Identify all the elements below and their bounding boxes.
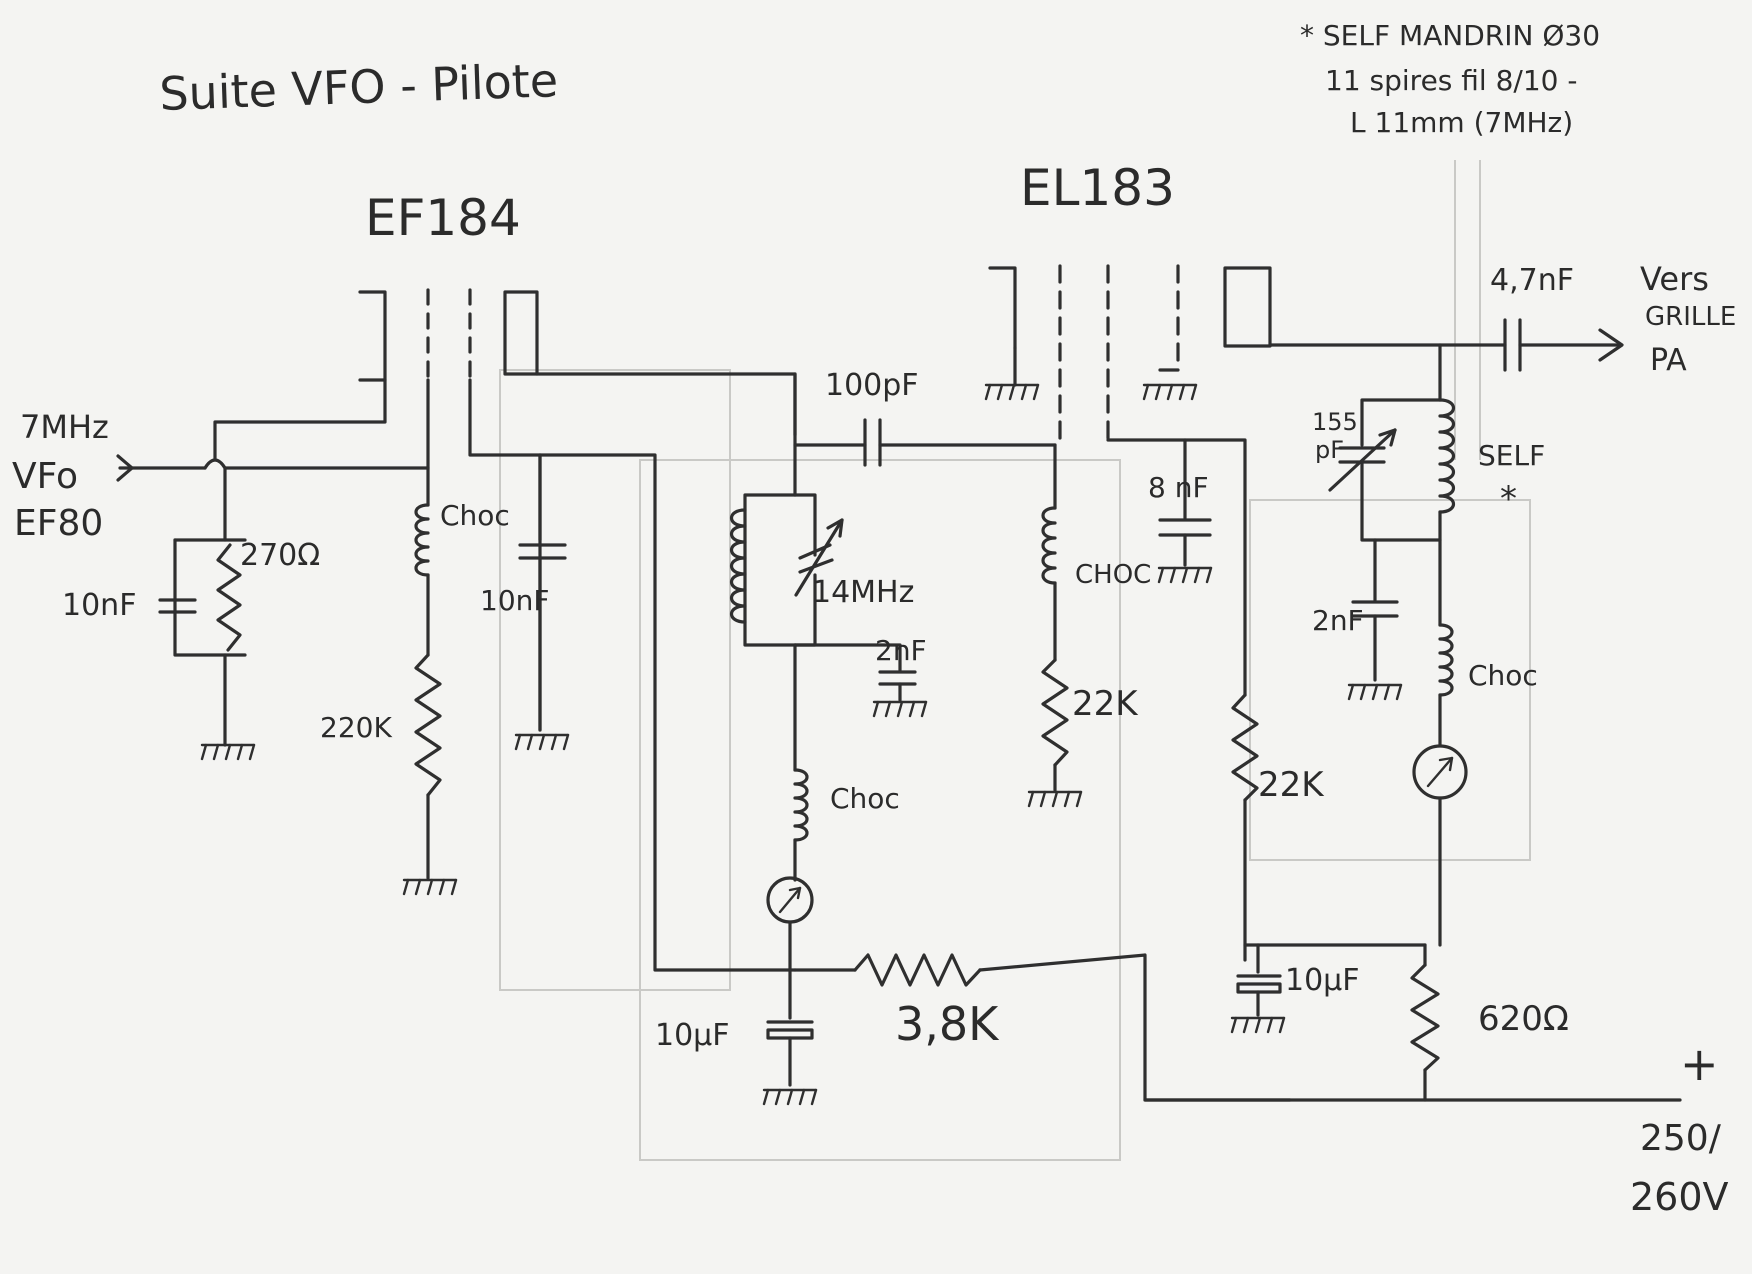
label-c-decoupling-1: 10μF bbox=[655, 1018, 730, 1053]
label-r-screen-el183: 22K bbox=[1258, 765, 1325, 805]
label-c-input-bypass: 10nF bbox=[62, 588, 136, 623]
el183-tube-symbol bbox=[984, 264, 1272, 442]
label-choc-el183-grid: CHOC bbox=[1075, 560, 1151, 590]
label-c-cathode-el183: 8 nF bbox=[1148, 471, 1209, 504]
coil-note-line-2: 11 spires fil 8/10 - bbox=[1325, 64, 1577, 97]
supply-voltage-bottom: 260V bbox=[1630, 1175, 1729, 1219]
output-to: Vers bbox=[1640, 260, 1709, 298]
cathode-network bbox=[158, 466, 256, 761]
label-self-out: SELF bbox=[1478, 439, 1545, 472]
label-c-out-bypass: 2nF bbox=[1312, 604, 1364, 637]
label-self-out-mark: * bbox=[1500, 479, 1517, 519]
tube-label-el183: EL183 bbox=[1020, 159, 1175, 217]
output-tank bbox=[1328, 343, 1468, 947]
supply-network bbox=[1143, 943, 1682, 1102]
input-tube: EF80 bbox=[14, 503, 103, 544]
diagram-title: Suite VFO - Pilote bbox=[158, 53, 558, 121]
input-arrow bbox=[116, 454, 134, 482]
coil-note-line-3: L 11mm (7MHz) bbox=[1350, 106, 1573, 139]
coil-note-line-1: * SELF MANDRIN Ø30 bbox=[1300, 19, 1600, 52]
coil-note: * SELF MANDRIN Ø30 11 spires fil 8/10 - … bbox=[1300, 19, 1600, 139]
label-c-coupling: 100pF bbox=[825, 368, 919, 403]
coupling-capacitor bbox=[793, 418, 1057, 467]
ef184-tube-symbol bbox=[358, 288, 539, 382]
label-choc-out: Choc bbox=[1468, 659, 1538, 692]
label-c-screen: 10nF bbox=[480, 584, 549, 617]
label-c-var-out-value: 155 bbox=[1312, 408, 1358, 436]
label-r-series: 3,8K bbox=[895, 997, 1000, 1051]
input-freq: 7MHz bbox=[20, 408, 109, 446]
supply-voltage-top: 250/ bbox=[1640, 1118, 1722, 1159]
label-r-supply: 620Ω bbox=[1478, 999, 1569, 1039]
output-target: GRILLE bbox=[1645, 302, 1736, 332]
decoupling-capacitor-1 bbox=[762, 968, 818, 1106]
ef184-wiring bbox=[118, 372, 797, 732]
supply-plus: + bbox=[1680, 1037, 1719, 1091]
output-stage: PA bbox=[1650, 343, 1687, 378]
series-resistor bbox=[793, 953, 1292, 1102]
label-c-decoupling-2: 10μF bbox=[1285, 963, 1360, 998]
el183-grid-network bbox=[1027, 443, 1083, 808]
screen-capacitor bbox=[514, 453, 570, 751]
output-coupling bbox=[1268, 318, 1624, 372]
label-tank: 14MHz bbox=[812, 575, 914, 610]
label-r-cathode: 270Ω bbox=[240, 538, 320, 573]
input-source: VFo bbox=[12, 456, 78, 497]
tank-circuit bbox=[729, 372, 928, 772]
label-c-var-out: 155 pF bbox=[1312, 408, 1358, 464]
output-label: Vers GRILLE PA bbox=[1640, 260, 1736, 378]
label-r-el183-grid: 22K bbox=[1072, 684, 1139, 724]
label-choc-grid: Choc bbox=[440, 499, 510, 532]
el183-cathode-screen bbox=[1106, 438, 1259, 962]
anode-choke-meter bbox=[766, 768, 814, 972]
input-label: 7MHz VFo EF80 bbox=[12, 408, 109, 544]
label-r-grid: 220K bbox=[320, 711, 392, 744]
label-c-output: 4,7nF bbox=[1490, 263, 1574, 298]
grid-choke-resistor bbox=[402, 466, 458, 896]
label-choc-anode: Choc bbox=[830, 782, 900, 815]
tube-label-ef184: EF184 bbox=[365, 189, 521, 247]
label-c-tank-bypass: 2nF bbox=[875, 634, 927, 667]
anode-rail bbox=[538, 453, 797, 972]
label-c-var-out-unit: pF bbox=[1315, 436, 1344, 464]
